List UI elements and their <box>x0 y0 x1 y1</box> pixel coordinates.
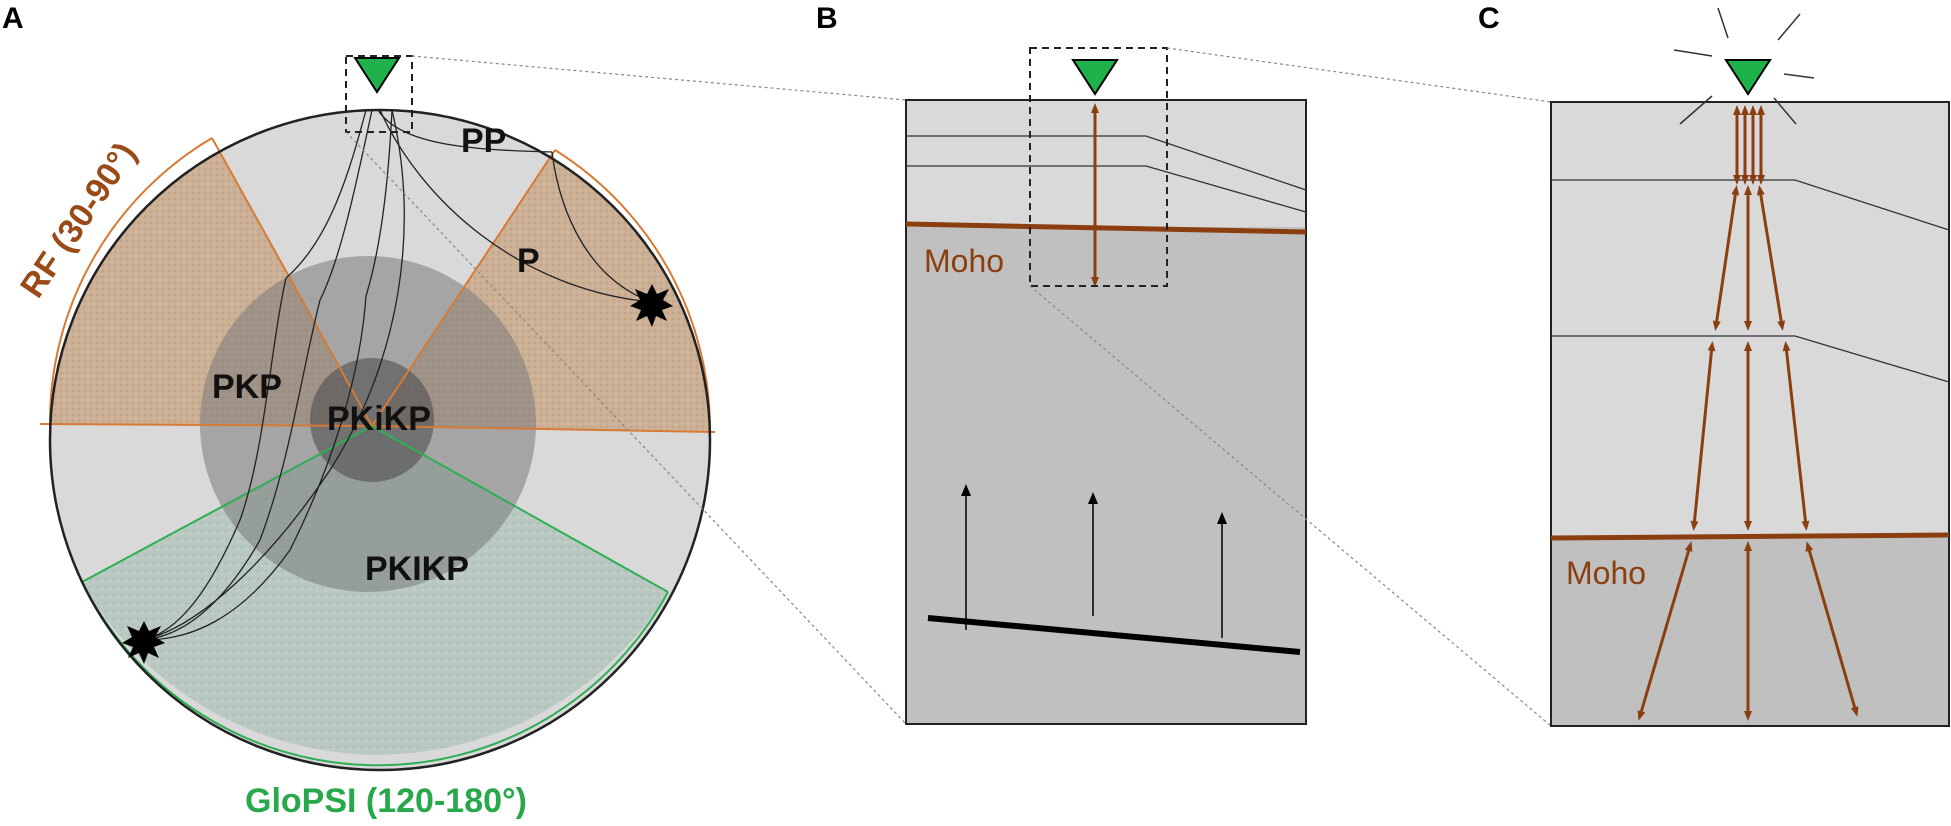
panel-b-frame <box>905 99 1307 725</box>
earthquake-star-icon <box>630 284 673 327</box>
zoom-box-b <box>1029 47 1168 287</box>
station-triangle-icon <box>353 57 401 94</box>
crust-layer-b <box>906 100 1306 227</box>
panel-c-frame <box>1550 101 1950 727</box>
panel-letter-b: B <box>816 2 838 35</box>
glopsi-range-label: GloPSI (120-180°) <box>245 782 527 820</box>
station-triangle-icon <box>1071 59 1119 96</box>
phase-label-pkikp: PKIKP <box>365 550 469 588</box>
panel-b: B Moho <box>816 2 1307 725</box>
station-triangle-icon <box>1724 59 1772 96</box>
reverberation-arrows-c <box>1637 105 1859 721</box>
zoom-box-a <box>345 55 413 133</box>
incoming-plane-waves <box>961 484 1227 638</box>
phase-label-pkp: PKP <box>212 368 282 406</box>
zoom-connectors-b <box>1029 47 1552 727</box>
moho-line-b <box>905 221 1307 235</box>
earth-cross-section <box>50 110 710 770</box>
crust-layer-c <box>1551 102 1949 536</box>
moho-label-c: Moho <box>1566 555 1646 591</box>
mantle-layer-b <box>906 227 1306 724</box>
panel-c: C Moho <box>1478 2 1950 727</box>
panel-letter-a: A <box>2 2 24 35</box>
phase-label-pkikp-inner: PKiKP <box>327 400 431 438</box>
moho-line-c <box>1550 532 1950 541</box>
reflector-line-b <box>927 615 1301 655</box>
moho-label-b: Moho <box>924 243 1004 279</box>
earthquake-star-icon <box>122 621 165 664</box>
zoom-connectors-a <box>345 55 907 725</box>
phase-label-p: P <box>517 242 540 280</box>
station-rays <box>1673 7 1815 125</box>
panel-letter-c: C <box>1478 2 1500 35</box>
panel-a: A <box>2 2 716 820</box>
phase-label-pp: PP <box>461 122 506 160</box>
